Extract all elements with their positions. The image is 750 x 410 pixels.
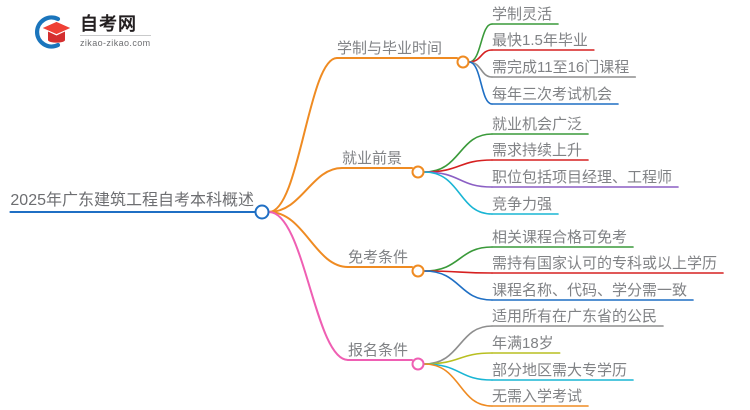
- leaf-label-1-0[interactable]: 就业机会广泛: [492, 116, 583, 133]
- logo-title: 自考网: [80, 14, 137, 34]
- leaf-label-3-0[interactable]: 适用所有在广东省的公民: [492, 308, 658, 325]
- branch-node-3[interactable]: [411, 357, 425, 371]
- leaf-label-1-2[interactable]: 职位包括项目经理、工程师: [492, 169, 673, 186]
- branch-label-3[interactable]: 报名条件: [348, 342, 409, 359]
- leaf-label-1-3[interactable]: 竞争力强: [492, 196, 553, 213]
- branch-node-2[interactable]: [411, 264, 425, 278]
- logo-subtitle: zikao-zikao.com: [80, 35, 151, 49]
- leaf-label-3-2[interactable]: 部分地区需大专学历: [492, 362, 628, 379]
- branch-label-2[interactable]: 免考条件: [348, 249, 409, 266]
- branch-node-1[interactable]: [411, 165, 425, 179]
- leaf-label-0-0[interactable]: 学制灵活: [492, 6, 553, 23]
- branch-label-1[interactable]: 就业前景: [342, 150, 403, 167]
- leaf-label-3-3[interactable]: 无需入学考试: [492, 388, 583, 405]
- leaf-label-1-1[interactable]: 需求持续上升: [492, 142, 583, 159]
- site-logo: 自考网 zikao-zikao.com: [28, 10, 208, 54]
- leaf-label-0-2[interactable]: 需完成11至16门课程: [492, 59, 630, 76]
- leaf-label-2-0[interactable]: 相关课程合格可免考: [492, 229, 628, 246]
- logo-text: 自考网 zikao-zikao.com: [80, 15, 151, 49]
- branch-node-0[interactable]: [456, 55, 470, 69]
- leaf-label-0-3[interactable]: 每年三次考试机会: [492, 86, 613, 103]
- branch-label-0[interactable]: 学制与毕业时间: [337, 40, 443, 57]
- leaf-label-2-1[interactable]: 需持有国家认可的专科或以上学历: [492, 255, 718, 272]
- leaf-label-0-1[interactable]: 最快1.5年毕业: [492, 32, 588, 49]
- leaf-label-2-2[interactable]: 课程名称、代码、学分需一致: [492, 282, 688, 299]
- leaf-label-3-1[interactable]: 年满18岁: [492, 335, 554, 352]
- mindmap-root-node[interactable]: [254, 204, 270, 220]
- mindmap-root-label[interactable]: 2025年广东建筑工程自考本科概述: [10, 192, 254, 209]
- graduation-cap-logo-icon: [28, 12, 72, 52]
